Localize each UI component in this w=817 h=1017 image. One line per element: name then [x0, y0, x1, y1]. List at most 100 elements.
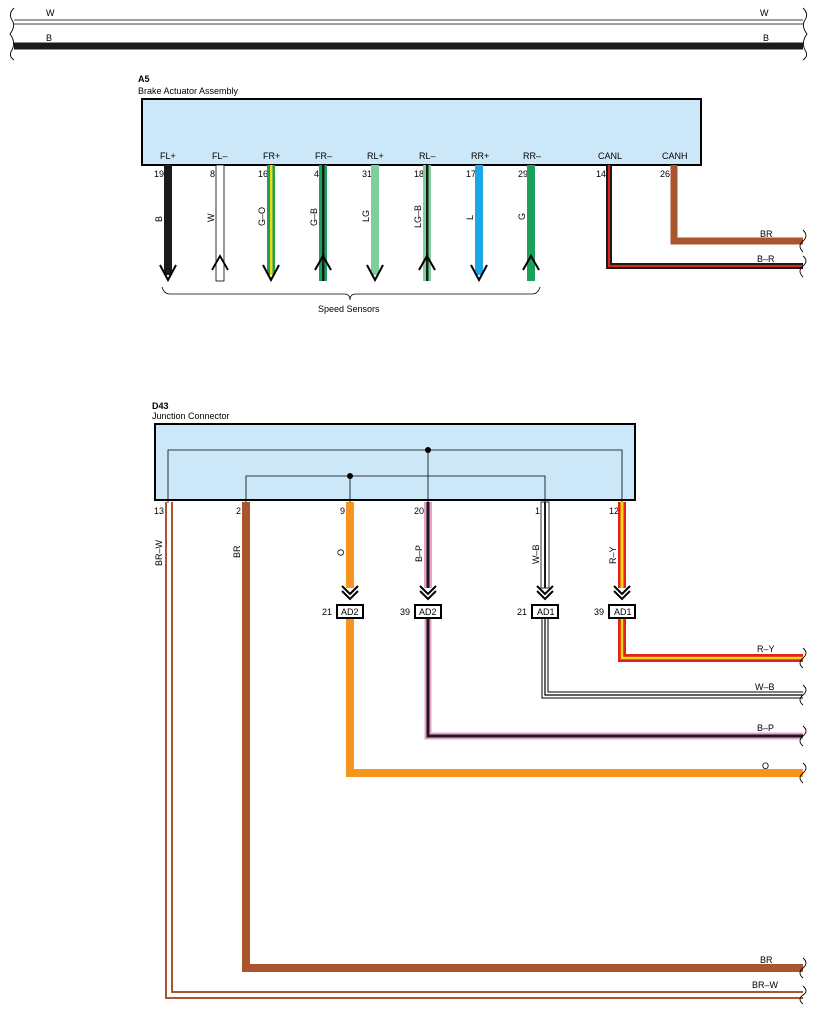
- wire-canh: BR: [670, 165, 803, 245]
- wire-fr-plus: [262, 165, 280, 283]
- wire-color-label: R–Y: [608, 546, 618, 564]
- wire-color-label: LG: [361, 210, 371, 222]
- br-w-exit-label: BR–W: [752, 980, 779, 990]
- d43-connector-box: [154, 423, 636, 501]
- right-break-marks: [799, 229, 807, 1005]
- wire-color-label: G–B: [309, 208, 319, 226]
- connector-ad2-o: 21 AD2: [322, 604, 364, 619]
- connector-pin: 39: [400, 607, 410, 617]
- a5-pin: 18: [414, 169, 424, 179]
- a5-connector-box: [141, 98, 702, 166]
- a5-code: A5: [138, 74, 150, 84]
- wire-rl-plus: [366, 165, 384, 283]
- a5-term-rl-minus: RL–: [419, 151, 436, 161]
- wire-color-label: BR–W: [154, 539, 164, 566]
- wire-fr-minus: [314, 165, 332, 281]
- wire-color-label: G: [517, 213, 527, 220]
- a5-pin: 8: [210, 169, 215, 179]
- top-wire-b-right-label: B: [763, 33, 769, 43]
- wire-color-label: W: [206, 213, 216, 222]
- a5-pin: 16: [258, 169, 268, 179]
- wire-d43-b-p: B–P: [419, 502, 803, 740]
- a5-term-fl-plus: FL+: [160, 151, 176, 161]
- a5-term-rl-plus: RL+: [367, 151, 384, 161]
- connector-pin: 21: [517, 607, 527, 617]
- a5-pin: 31: [362, 169, 372, 179]
- top-wire-b-left-label: B: [46, 33, 52, 43]
- connector-name: AD1: [614, 607, 632, 617]
- r-y-exit-label: R–Y: [757, 644, 775, 654]
- connector-name: AD1: [537, 607, 555, 617]
- d43-pin-numbers: 13 2 9 20 1 12: [154, 506, 619, 516]
- d43-pin: 9: [340, 506, 345, 516]
- wire-rl-minus: [418, 165, 436, 281]
- connector-ad1-r-y: 39 AD1: [594, 604, 636, 619]
- d43-wire-color-labels: BR–W BR O B–P W–B R–Y: [154, 539, 618, 566]
- a5-pin-numbers: 19 8 16 4 31 18 17 29 14 26: [154, 169, 670, 179]
- wire-color-label: O: [336, 549, 346, 556]
- wire-d43-r-y: R–Y: [613, 502, 803, 662]
- connector-ad2-b-p: 39 AD2: [400, 604, 442, 619]
- a5-term-fr-plus: FR+: [263, 151, 280, 161]
- a5-term-fl-minus: FL–: [212, 151, 228, 161]
- a5-pin: 19: [154, 169, 164, 179]
- o-exit-label: O: [762, 761, 769, 771]
- wire-d43-br: BR: [242, 502, 803, 972]
- speed-sensors-bracket: [161, 286, 541, 301]
- br-exit-label: BR: [760, 955, 773, 965]
- a5-pin: 29: [518, 169, 528, 179]
- a5-terminal-labels: FL+ FL– FR+ FR– RL+ RL– RR+ RR– CANL CAN…: [160, 151, 688, 161]
- d43-internal-bus: [167, 449, 623, 503]
- wire-fl-plus: [159, 165, 177, 283]
- a5-term-fr-minus: FR–: [315, 151, 332, 161]
- d43-pin: 13: [154, 506, 164, 516]
- canl-wire-label: B–R: [757, 254, 775, 264]
- connector-pin: 21: [322, 607, 332, 617]
- a5-pin: 14: [596, 169, 606, 179]
- a5-term-rr-minus: RR–: [523, 151, 541, 161]
- a5-wire-color-labels: B W G–O G–B LG LG–B L G: [154, 205, 527, 228]
- wire-color-label: G–O: [257, 207, 267, 226]
- canh-wire-label: BR: [760, 229, 773, 239]
- a5-name: Brake Actuator Assembly: [138, 86, 239, 96]
- wire-d43-w-b: W–B: [536, 501, 803, 699]
- wire-color-label: LG–B: [413, 205, 423, 228]
- wire-color-label: L: [465, 215, 475, 220]
- connector-name: AD2: [341, 607, 359, 617]
- w-b-exit-label: W–B: [755, 682, 775, 692]
- wire-canl: B–R: [606, 165, 803, 269]
- d43-pin: 2: [236, 506, 241, 516]
- a5-term-rr-plus: RR+: [471, 151, 489, 161]
- wire-d43-o: O: [341, 502, 803, 777]
- wire-d43-br-w: BR–W: [165, 502, 803, 999]
- connector-pin: 39: [594, 607, 604, 617]
- connector-ad1-w-b: 21 AD1: [517, 604, 559, 619]
- wire-fl-minus: [211, 164, 229, 282]
- d43-splice-dot: [425, 447, 431, 453]
- wire-color-label: B–P: [414, 545, 424, 562]
- wire-color-label: W–B: [531, 544, 541, 564]
- d43-pin: 20: [414, 506, 424, 516]
- break-brace-right: [802, 7, 808, 61]
- b-p-exit-label: B–P: [757, 723, 774, 733]
- a5-pin: 26: [660, 169, 670, 179]
- a5-pin: 4: [314, 169, 319, 179]
- top-wire-b: B B: [14, 33, 803, 50]
- d43-pin: 1: [535, 506, 540, 516]
- top-wire-w: W W: [14, 8, 803, 25]
- d43-name: Junction Connector: [152, 411, 230, 421]
- a5-term-canh: CANH: [662, 151, 688, 161]
- top-wire-w-left-label: W: [46, 8, 55, 18]
- wire-rr-minus: [522, 165, 540, 281]
- speed-sensors-label: Speed Sensors: [318, 304, 380, 314]
- wire-color-label: BR: [232, 545, 242, 558]
- break-brace-left: [9, 7, 15, 61]
- d43-splice-dot: [347, 473, 353, 479]
- a5-pin: 17: [466, 169, 476, 179]
- top-wire-w-right-label: W: [760, 8, 769, 18]
- wire-rr-plus: [470, 165, 488, 283]
- d43-code: D43: [152, 401, 169, 411]
- d43-pin: 12: [609, 506, 619, 516]
- connector-name: AD2: [419, 607, 437, 617]
